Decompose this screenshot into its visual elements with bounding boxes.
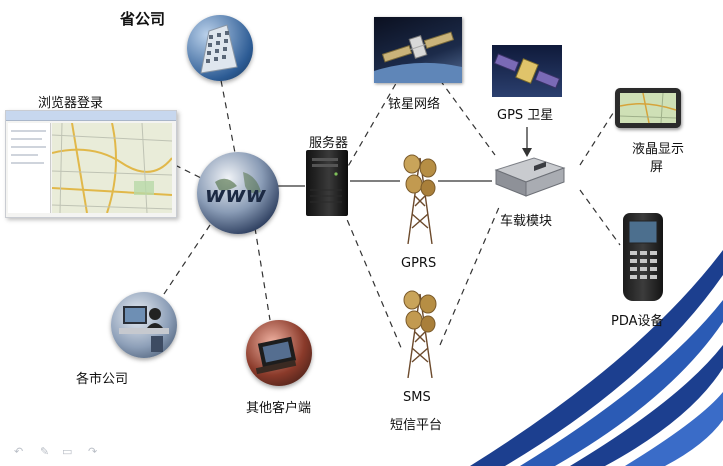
gprs-label: GPRS: [401, 256, 437, 271]
city-company-label: 各市公司: [76, 372, 129, 387]
other-client-icon: [246, 320, 312, 386]
city-company-office-icon: [111, 292, 177, 358]
server-tower-icon: [306, 150, 348, 216]
solid-links: [275, 127, 528, 187]
satellite-network-icon: [374, 17, 462, 83]
browser-label: 浏览器登录: [38, 96, 104, 111]
vehicle-module-icon: [490, 152, 568, 198]
lcd-label-line2: 屏: [650, 160, 664, 175]
lcd-display-icon: [615, 88, 681, 128]
slide-menu-button[interactable]: ▭: [62, 445, 73, 458]
prev-slide-button[interactable]: ↶: [14, 445, 24, 458]
lcd-label-line1: 液晶显示: [632, 142, 685, 157]
province-building-icon: [187, 15, 253, 81]
sms-platform-label: 短信平台: [390, 418, 443, 433]
browser-sidebar: [8, 123, 51, 213]
next-slide-button[interactable]: ↷: [88, 445, 98, 458]
pen-tool-button[interactable]: ✎: [40, 445, 50, 458]
province-label: 省公司: [120, 10, 166, 28]
gps-arrow: [522, 148, 532, 157]
browser-toolbar: [6, 111, 176, 121]
other-client-label: 其他客户端: [246, 401, 312, 416]
sms-tower-icon: [398, 286, 442, 379]
satellite-network-label: 铱星网络: [388, 97, 441, 112]
pda-label: PDA设备: [611, 314, 664, 329]
gps-label: GPS 卫星: [497, 108, 554, 123]
server-label: 服务器: [309, 136, 349, 151]
browser-screenshot: [5, 110, 177, 218]
pda-device-icon: [623, 213, 663, 301]
sms-label: SMS: [403, 390, 431, 405]
gps-satellite-icon: [492, 45, 562, 97]
gprs-tower-icon: [398, 148, 442, 245]
vehicle-module-label: 车载模块: [500, 214, 553, 229]
www-text: www: [205, 183, 267, 208]
dashed-links: [159, 69, 621, 351]
decor-swoosh: [470, 250, 723, 466]
map-view: [52, 123, 172, 213]
www-globe-icon: www: [197, 152, 279, 234]
